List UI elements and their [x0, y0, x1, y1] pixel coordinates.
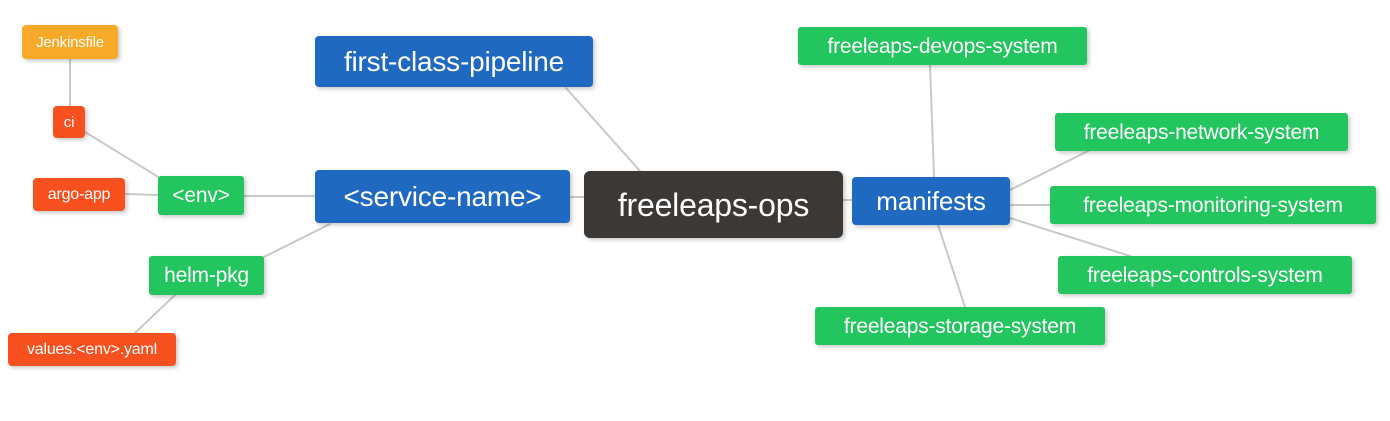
- node-label: <service-name>: [343, 180, 542, 212]
- edge-manifests-to-network-system: [1009, 150, 1089, 191]
- edge-values-yaml-to-helm-pkg: [134, 293, 177, 334]
- edge-ci-to-env: [84, 131, 161, 179]
- node-label: Jenkinsfile: [36, 33, 104, 51]
- node-label: helm-pkg: [164, 264, 249, 287]
- node-label: freeleaps-storage-system: [843, 314, 1077, 338]
- node-label: manifests: [876, 186, 986, 216]
- node-service-name[interactable]: <service-name>: [315, 170, 570, 223]
- node-label: freeleaps-ops: [617, 186, 810, 223]
- node-network-system[interactable]: freeleaps-network-system: [1055, 113, 1348, 151]
- node-env[interactable]: <env>: [158, 176, 244, 215]
- node-label: freeleaps-network-system: [1083, 120, 1320, 144]
- node-label: freeleaps-devops-system: [827, 34, 1058, 58]
- node-jenkinsfile[interactable]: Jenkinsfile: [22, 25, 118, 59]
- node-ci[interactable]: ci: [53, 106, 85, 138]
- edge-first-class-pipeline-to-freeleaps-ops: [565, 87, 641, 172]
- node-first-class-pipeline[interactable]: first-class-pipeline: [315, 36, 593, 87]
- node-argo-app[interactable]: argo-app: [33, 178, 125, 211]
- node-label: argo-app: [47, 185, 111, 203]
- node-values-yaml[interactable]: values.<env>.yaml: [8, 333, 176, 366]
- node-label: first-class-pipeline: [343, 45, 565, 77]
- node-devops-system[interactable]: freeleaps-devops-system: [798, 27, 1087, 65]
- node-label: <env>: [172, 184, 230, 207]
- node-controls-system[interactable]: freeleaps-controls-system: [1058, 256, 1352, 294]
- node-monitoring-system[interactable]: freeleaps-monitoring-system: [1050, 186, 1376, 224]
- node-freeleaps-ops[interactable]: freeleaps-ops: [584, 171, 843, 238]
- node-label: freeleaps-monitoring-system: [1083, 193, 1343, 217]
- node-label: freeleaps-controls-system: [1087, 263, 1323, 287]
- node-manifests[interactable]: manifests: [852, 177, 1010, 225]
- edge-argo-app-to-env: [124, 193, 159, 196]
- edge-helm-pkg-to-service-name: [261, 223, 331, 259]
- edge-manifests-to-devops-system: [929, 64, 935, 178]
- node-helm-pkg[interactable]: helm-pkg: [149, 256, 264, 295]
- node-label: values.<env>.yaml: [26, 340, 157, 358]
- edge-manifests-to-storage-system: [937, 224, 966, 308]
- node-storage-system[interactable]: freeleaps-storage-system: [815, 307, 1105, 345]
- node-label: ci: [63, 113, 75, 131]
